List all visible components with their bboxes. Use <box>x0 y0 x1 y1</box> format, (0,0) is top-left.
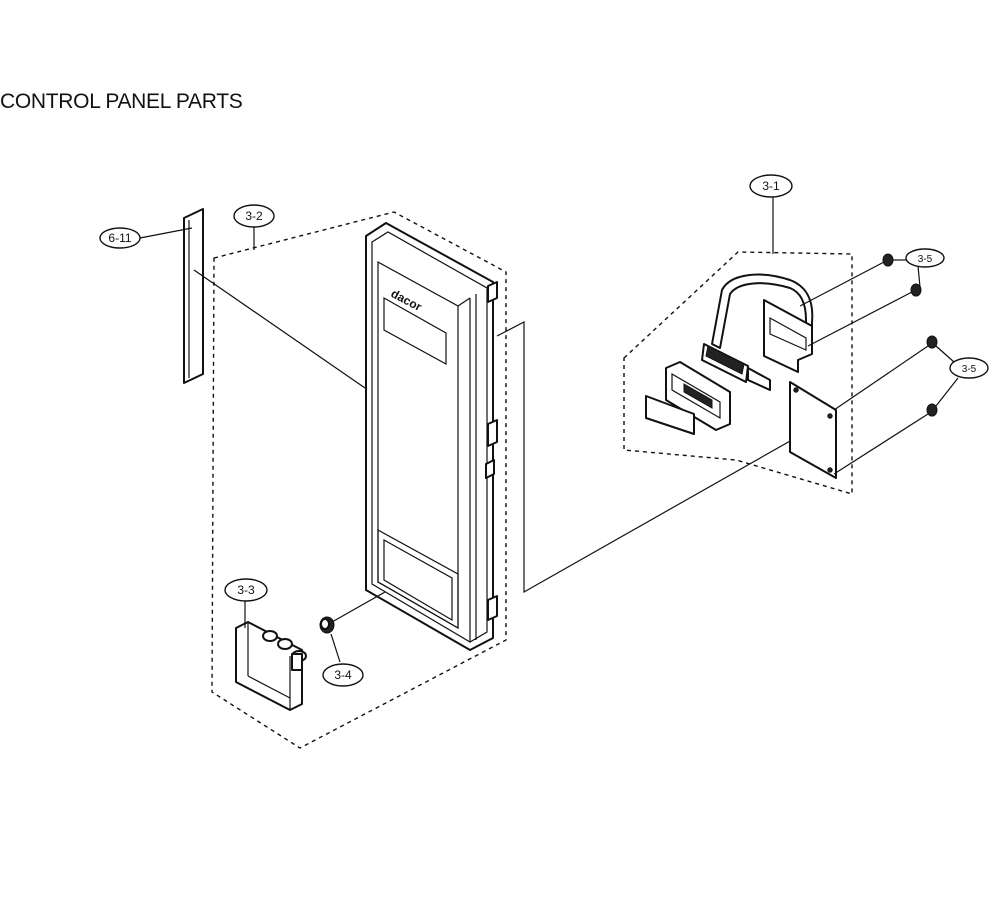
leader-spring-callout <box>330 633 341 663</box>
callout-screw-top-label: 3-5 <box>918 254 933 265</box>
screw-right-1 <box>926 335 938 349</box>
screw-right-2 <box>926 403 938 417</box>
callout-trim-strip: 6-11 <box>99 227 141 249</box>
trim-strip-part <box>183 208 204 384</box>
leader-trim-to-panel <box>193 269 366 389</box>
leader-screw-top-callout-2 <box>917 265 921 288</box>
callout-screw-right: 3-5 <box>949 357 989 379</box>
callout-knob-spring-label: 3-4 <box>334 668 352 682</box>
knob-spring-part <box>319 616 335 634</box>
callout-knob-assembly-label: 3-3 <box>237 583 255 597</box>
control-panel-group-outline <box>211 211 507 749</box>
leader-screw-right-callout-1 <box>935 345 955 363</box>
leader-screw-top-2 <box>807 291 913 347</box>
control-panel-part: dacor <box>365 222 498 651</box>
callout-screw-top: 3-5 <box>905 248 945 268</box>
callout-screw-right-label: 3-5 <box>962 364 977 375</box>
callout-knob-spring: 3-4 <box>322 663 364 687</box>
leader-knob-spring <box>331 591 386 623</box>
callout-pcb-assembly: 3-1 <box>749 174 793 198</box>
pcb-group-outline <box>623 251 853 495</box>
screw-top-2 <box>910 283 922 297</box>
callout-pcb-assembly-label: 3-1 <box>762 179 780 193</box>
leader-trim-strip <box>139 227 193 239</box>
leader-panel-to-pcb <box>496 321 807 594</box>
leader-screw-right-2 <box>833 413 929 475</box>
leader-screw-right-callout-2 <box>935 377 959 407</box>
callout-trim-strip-label: 6-11 <box>108 231 131 245</box>
callout-knob-assembly: 3-3 <box>224 578 268 602</box>
diagram-title: CONTROL PANEL PARTS <box>0 90 243 113</box>
screw-top-1 <box>882 253 894 267</box>
callout-control-panel-label: 3-2 <box>245 209 263 223</box>
pcb-board-part <box>789 381 837 479</box>
knob-assembly-part <box>235 621 307 711</box>
callout-control-panel: 3-2 <box>233 204 275 228</box>
leader-screw-right-1 <box>833 345 929 411</box>
connector-block-part <box>645 361 731 435</box>
leader-screw-top-1 <box>799 261 885 307</box>
pcb-bracket-part <box>747 299 813 391</box>
